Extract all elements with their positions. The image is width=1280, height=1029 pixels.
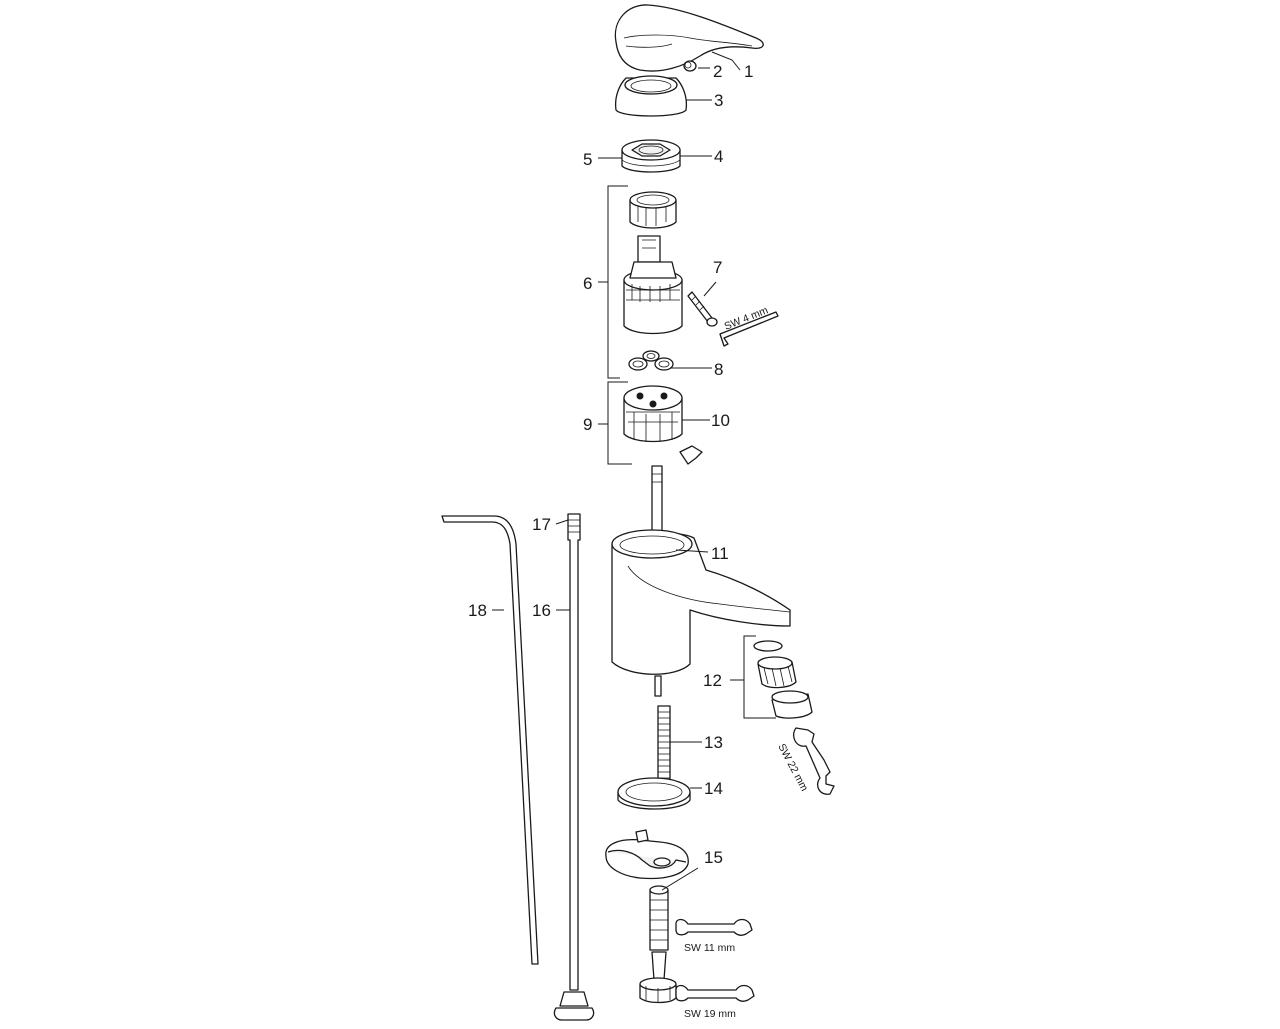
label-part-10: 10 — [711, 411, 730, 430]
label-part-18: 18 — [468, 601, 487, 620]
part-aerator — [753, 640, 813, 719]
part-cartridge-ring — [629, 191, 677, 229]
label-part-6: 6 — [583, 274, 592, 293]
label-part-9: 9 — [583, 415, 592, 434]
label-wrench-11: SW 11 mm — [684, 942, 735, 954]
label-wrench-19: SW 19 mm — [684, 1008, 736, 1020]
label-part-5: 5 — [583, 150, 592, 169]
label-part-2: 2 — [713, 62, 722, 81]
label-part-17: 17 — [532, 515, 551, 534]
label-part-14: 14 — [704, 779, 723, 798]
label-part-1: 1 — [744, 62, 753, 81]
part-seal-rings — [628, 350, 674, 371]
label-part-4: 4 — [714, 147, 723, 166]
label-part-11: 11 — [711, 544, 729, 563]
part-handle-lever — [614, 4, 764, 72]
part-base-unit — [623, 385, 703, 465]
part-cover-cap — [683, 60, 697, 72]
label-wrench-22: SW 22 mm — [775, 742, 810, 794]
label-part-16: 16 — [532, 601, 551, 620]
part-threaded-stud — [657, 705, 671, 797]
label-part-3: 3 — [714, 91, 723, 110]
part-supply-hose — [553, 513, 595, 1021]
part-nut — [621, 139, 681, 173]
label-part-7: 7 — [713, 258, 722, 277]
part-number-labels: 1 2 3 4 5 6 7 8 9 10 11 12 13 14 15 16 1… — [468, 62, 753, 867]
wrench-sw22-tool — [792, 727, 835, 795]
label-part-8: 8 — [714, 360, 723, 379]
leader-lines — [492, 51, 744, 891]
part-screw — [687, 291, 718, 327]
part-dome-cover — [614, 75, 688, 117]
wrench-sw19-tool — [675, 984, 755, 1002]
label-part-15: 15 — [704, 848, 723, 867]
part-faucet-body — [611, 465, 791, 697]
label-part-12: 12 — [703, 671, 722, 690]
part-lift-rod — [441, 515, 539, 965]
wrench-sw11-tool — [675, 918, 753, 936]
label-part-13: 13 — [704, 733, 723, 752]
part-bracket — [605, 829, 689, 1004]
hex-key-tool — [719, 311, 779, 347]
part-cartridge — [623, 235, 683, 335]
part-gasket — [617, 777, 691, 810]
